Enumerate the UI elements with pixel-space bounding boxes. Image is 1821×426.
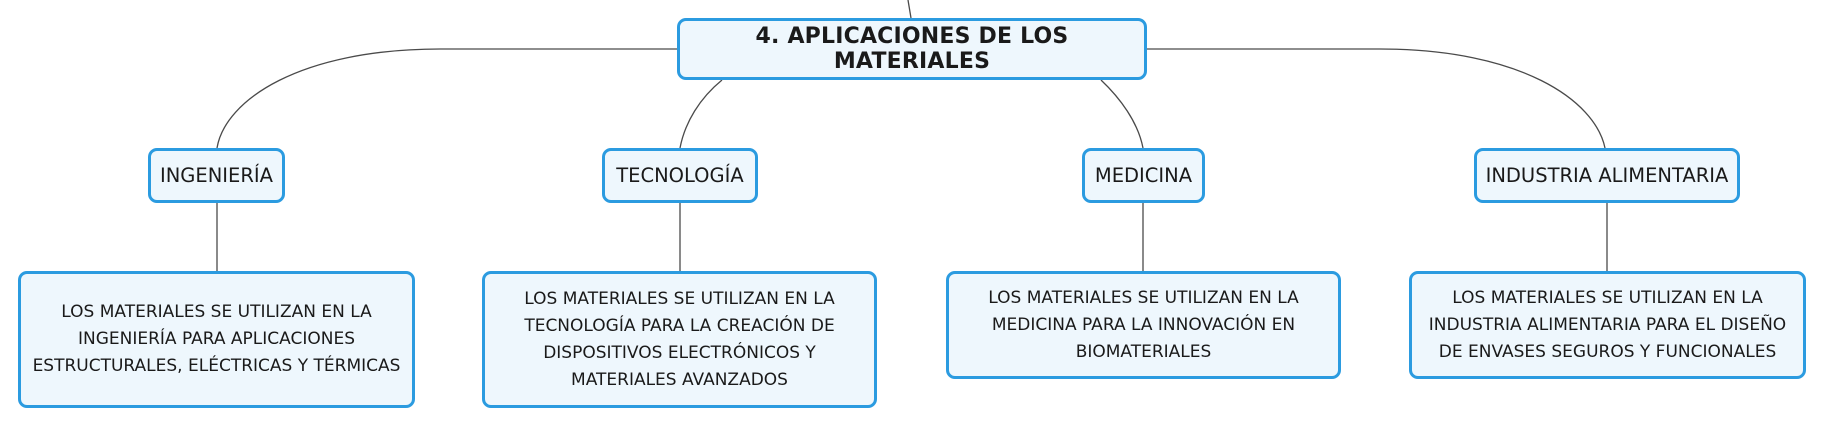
description-node-tecnologia[interactable]: LOS MATERIALES SE UTILIZAN EN LA TECNOLO… bbox=[482, 271, 877, 408]
category-node-ingenieria[interactable]: INGENIERÍA bbox=[148, 148, 285, 203]
category-label: INGENIERÍA bbox=[159, 164, 274, 187]
category-node-tecnologia[interactable]: TECNOLOGÍA bbox=[602, 148, 758, 203]
connector-main-industria bbox=[1147, 48, 1606, 149]
category-label: TECNOLOGÍA bbox=[616, 164, 744, 187]
connector-main-tecnologia bbox=[679, 79, 723, 149]
description-text: LOS MATERIALES SE UTILIZAN EN LA INGENIE… bbox=[32, 302, 401, 376]
description-node-medicina[interactable]: LOS MATERIALES SE UTILIZAN EN LA MEDICIN… bbox=[946, 271, 1341, 379]
main-topic-label: 4. APLICACIONES DE LOS MATERIALES bbox=[755, 24, 1069, 74]
parent-connector bbox=[907, 0, 912, 19]
category-label: MEDICINA bbox=[1094, 164, 1193, 187]
category-node-medicina[interactable]: MEDICINA bbox=[1082, 148, 1205, 203]
description-text: LOS MATERIALES SE UTILIZAN EN LA INDUSTR… bbox=[1428, 287, 1787, 362]
category-label: INDUSTRIA ALIMENTARIA bbox=[1485, 164, 1729, 187]
main-topic-node[interactable]: 4. APLICACIONES DE LOS MATERIALES bbox=[677, 18, 1147, 80]
description-node-industria-alimentaria[interactable]: LOS MATERIALES SE UTILIZAN EN LA INDUSTR… bbox=[1409, 271, 1806, 379]
connector-main-medicina bbox=[1100, 79, 1144, 149]
description-text: LOS MATERIALES SE UTILIZAN EN LA TECNOLO… bbox=[524, 288, 835, 390]
description-node-ingenieria[interactable]: LOS MATERIALES SE UTILIZAN EN LA INGENIE… bbox=[18, 271, 415, 408]
category-node-industria-alimentaria[interactable]: INDUSTRIA ALIMENTARIA bbox=[1474, 148, 1740, 203]
description-text: LOS MATERIALES SE UTILIZAN EN LA MEDICIN… bbox=[988, 287, 1299, 362]
connector-main-ingenieria bbox=[216, 48, 677, 149]
